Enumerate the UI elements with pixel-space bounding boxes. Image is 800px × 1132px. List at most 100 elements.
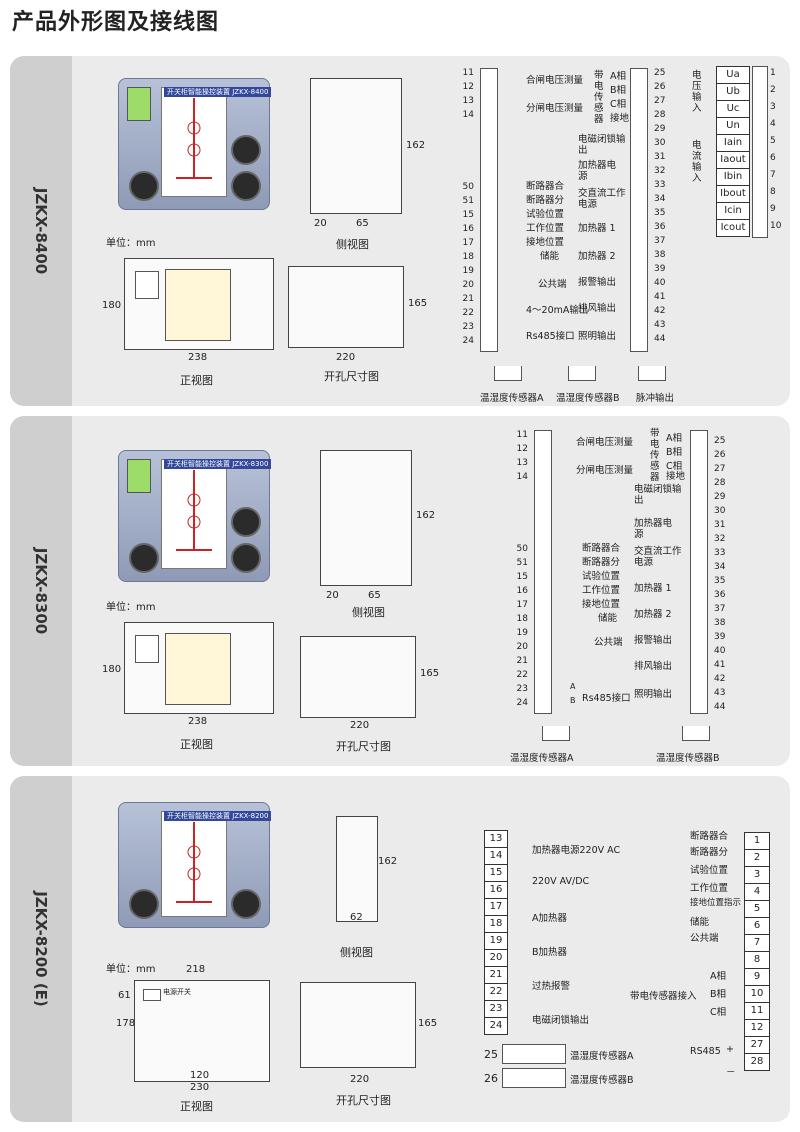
model-tab: JZKX-8300 — [10, 416, 72, 766]
circuit-diagram — [176, 98, 212, 179]
knob-right-upper[interactable] — [231, 135, 261, 165]
sig-heater-2: 加热器 2 — [578, 251, 616, 262]
knob-right[interactable] — [231, 543, 261, 573]
front-view-label: 正视图 — [180, 374, 213, 387]
side-view-drawing — [336, 816, 378, 922]
device-header: 开关柜智能操控装置 JZKX-8300 — [164, 459, 272, 469]
sig-ground: 接地 — [666, 471, 686, 482]
sig-work-position: 工作位置 — [526, 223, 565, 234]
sig-storage: 储能 — [598, 613, 618, 624]
sig-rs485: Rs485接口 — [526, 331, 575, 342]
device-photo: 开关柜智能操控装置 JZKX-8200 — [118, 802, 272, 928]
panel-jzkx-8400: JZKX-8400 开关柜智能操控装置 JZKX-8400 单位：mm 238 … — [10, 56, 790, 406]
side-view-label: 侧视图 — [340, 946, 373, 959]
knob-right[interactable] — [231, 889, 261, 919]
sig-em-lock: 电磁闭锁输出 — [634, 484, 682, 506]
sig-4-20ma: 4～20mA输出 — [526, 305, 589, 316]
sig-breaker-open: 断路器分 — [526, 195, 565, 206]
sig-common: 公共端 — [538, 279, 567, 290]
sig-common: 公共端 — [594, 637, 623, 648]
left-terminal-block: 11 12 13 14 50 51 15 16 17 18 19 20 21 2… — [510, 430, 570, 720]
circuit-diagram — [176, 470, 212, 551]
sig-a-marker: A — [570, 682, 576, 691]
dim-178: 178 — [116, 1018, 136, 1029]
sig-close-voltage: 合闸电压测量 — [526, 75, 584, 86]
sig-breaker-open: 断路器分 — [582, 557, 621, 568]
front-lcd — [135, 271, 159, 299]
lcd-screen — [127, 87, 151, 121]
sig-em-lock: 电磁闭锁输出 — [578, 134, 626, 156]
sig-heater-1: 加热器 1 — [634, 583, 672, 594]
side-view-drawing — [320, 450, 412, 586]
sig-close-voltage: 合闸电压测量 — [576, 437, 634, 448]
dim-20: 20 — [314, 218, 327, 229]
sig-b-marker: B — [570, 696, 576, 705]
sig-breaker-close: 断路器合 — [690, 831, 729, 842]
knob-right-upper[interactable] — [231, 507, 261, 537]
sensor-b-label: 温湿度传感器B — [556, 393, 620, 404]
sig-common: 公共端 — [690, 933, 719, 944]
unit-label: 单位：mm — [106, 602, 156, 613]
knob-left[interactable] — [129, 889, 159, 919]
knob-left[interactable] — [129, 171, 159, 201]
sig-phase-c: C相 — [666, 461, 683, 472]
dim-238: 238 — [188, 716, 208, 727]
sig-ground: 接地 — [610, 113, 630, 124]
sig-acdc-power: 交直流工作电源 — [634, 546, 682, 568]
sig-phase-b: B相 — [666, 447, 683, 458]
circuit-diagram — [176, 822, 212, 903]
front-screen — [165, 633, 231, 705]
group-current-input: 电流输入 — [692, 140, 702, 184]
sig-alarm: 报警输出 — [634, 635, 673, 646]
device-header: 开关柜智能操控装置 JZKX-8400 — [164, 87, 272, 97]
dim-162: 162 — [416, 510, 436, 521]
sig-test-position: 试验位置 — [582, 571, 621, 582]
knob-left[interactable] — [129, 543, 159, 573]
sig-live-sensor: 带电传感器 — [650, 428, 660, 483]
sig-phase-a: A相 — [710, 971, 726, 982]
sig-exhaust: 排风输出 — [634, 661, 673, 672]
mid-terminal-block: 25 26 27 28 29 30 31 32 33 34 35 36 37 3… — [630, 68, 690, 358]
sig-em-lock: 电磁闭锁输出 — [532, 1015, 590, 1026]
dim-220: 220 — [336, 352, 356, 363]
cutout-drawing — [288, 266, 404, 348]
sig-breaker-close: 断路器合 — [582, 543, 621, 554]
sig-open-voltage: 分闸电压测量 — [576, 465, 634, 476]
mid-terminal-block: 25 26 27 28 29 30 31 32 33 34 35 36 37 3… — [690, 430, 750, 720]
mimic-panel — [161, 87, 227, 197]
sig-live-sensor: 带电传感器 — [594, 70, 604, 125]
device-photo: 开关柜智能操控装置 JZKX-8300 — [118, 450, 272, 582]
dim-180: 180 — [102, 664, 122, 675]
power-switch[interactable] — [143, 989, 161, 1001]
sig-test-position: 试验位置 — [526, 209, 565, 220]
sig-phase-c: C相 — [610, 99, 627, 110]
sig-220-acdc: 220V AV/DC — [532, 876, 590, 887]
sig-phase-a: A相 — [666, 433, 682, 444]
front-lcd — [135, 635, 159, 663]
sig-heater-b: B加热器 — [532, 947, 568, 958]
power-label: 电源开关 — [163, 988, 191, 996]
panel-jzkx-8300: JZKX-8300 开关柜智能操控装置 JZKX-8300 单位：mm 238 … — [10, 416, 790, 766]
cutout-label: 开孔尺寸图 — [324, 370, 379, 383]
model-tab: JZKX-8200 (E) — [10, 776, 72, 1122]
sig-work-position: 工作位置 — [690, 883, 729, 894]
sensor-a-label: 温湿度传感器A — [480, 393, 544, 404]
knob-right[interactable] — [231, 171, 261, 201]
sig-phase-b: B相 — [610, 85, 627, 96]
sensor-b-label: 温湿度传感器B — [570, 1075, 634, 1086]
sig-ground-indicator: 接地位置指示 — [690, 898, 742, 908]
sig-live-sensor-input: 带电传感器接入 — [630, 991, 697, 1002]
side-view-label: 侧视图 — [352, 606, 385, 619]
front-screen — [165, 269, 231, 341]
sensor-b-icon — [682, 726, 710, 741]
sig-phase-a: A相 — [610, 71, 626, 82]
sig-heater-power: 加热器电源 — [634, 518, 673, 540]
device-photo: 开关柜智能操控装置 JZKX-8400 — [118, 78, 272, 210]
cutout-drawing — [300, 636, 416, 718]
terminal-strip — [630, 68, 648, 352]
sig-open-voltage: 分闸电压测量 — [526, 103, 584, 114]
sensor-b-icon — [568, 366, 596, 381]
sig-heater-a: A加热器 — [532, 913, 567, 924]
